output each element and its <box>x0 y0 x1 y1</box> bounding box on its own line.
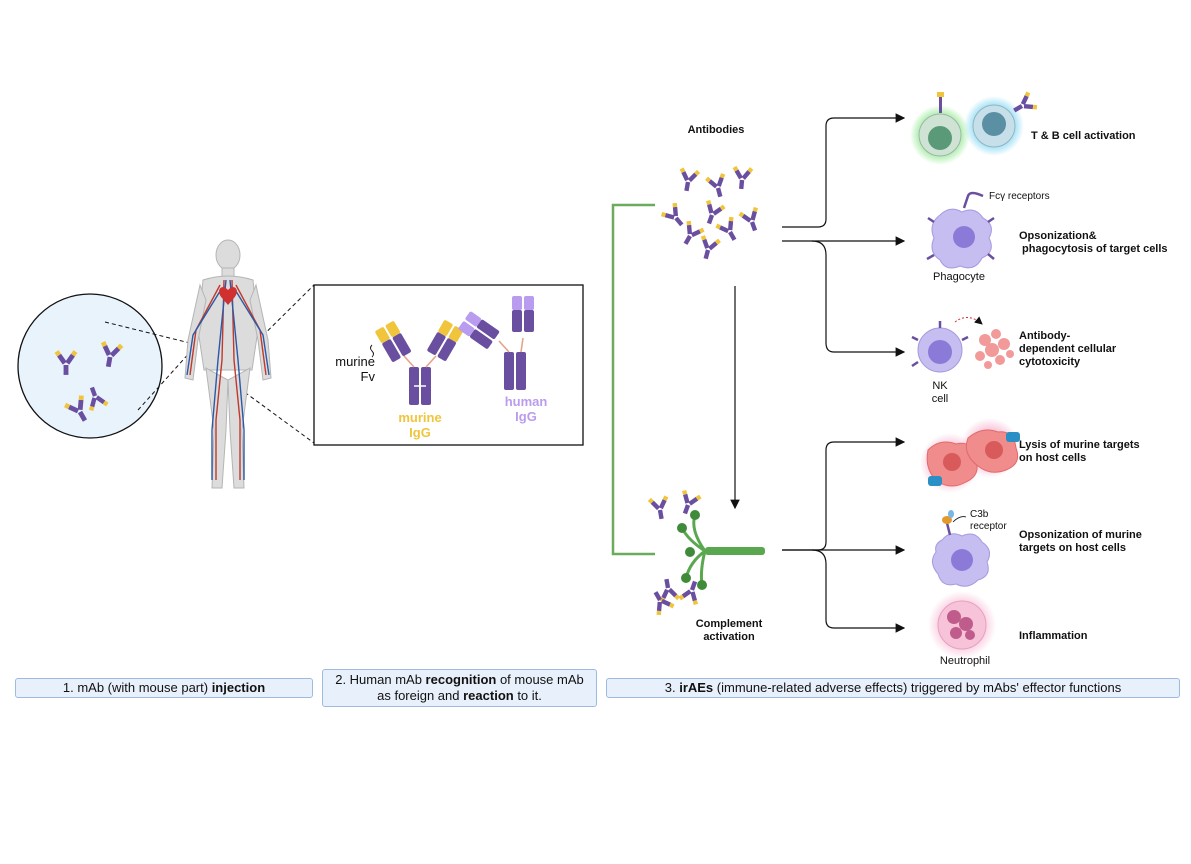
neutrophil-icon <box>928 591 996 659</box>
opsonization-line2: phagocytosis of target cells <box>1019 243 1168 255</box>
c3b-receptor-label: C3b receptor <box>970 509 1020 533</box>
step-2-line2: as foreign and reaction to it. <box>323 688 596 704</box>
fc-receptors-label: Fcγ receptors <box>989 191 1050 202</box>
upper-branch-arrows <box>782 113 906 357</box>
adcc-line2: dependent cellular <box>1019 343 1117 355</box>
opsonization-murine-label: Opsonization of murine targets on host c… <box>1019 529 1169 555</box>
step-2-line2-prefix: as foreign and <box>377 688 464 703</box>
target-cell-debris-icon <box>975 329 1014 369</box>
murine-igg-icon <box>375 320 463 405</box>
adcc-label: Antibody- dependent cellular cytotoxicit… <box>1019 330 1159 369</box>
step-1-text: 1. mAb (with mouse part) <box>62 680 212 695</box>
step-3-bold: irAEs <box>679 680 714 695</box>
step-2-line1-prefix: 2. Human mAb <box>335 672 426 687</box>
zoom-connector <box>104 321 199 346</box>
antibody-cluster <box>659 165 765 262</box>
circulatory-system <box>186 279 270 480</box>
murine-igg-label-line2: IgG <box>409 425 431 440</box>
step-3-text: 3. <box>664 680 680 695</box>
step-2-line2-suffix: to it. <box>513 688 542 703</box>
nk-line1: NK <box>932 380 948 392</box>
opsonization-phagocytosis-label: Opsonization& phagocytosis of target cel… <box>1019 230 1184 256</box>
human-igg-icon <box>458 296 534 390</box>
opson-murine-line2: targets on host cells <box>1019 542 1126 554</box>
step-2-line1-suffix: of mouse mAb <box>496 672 584 687</box>
phagocyte-label: Phagocyte <box>933 271 985 283</box>
lysis-label: Lysis of murine targets on host cells <box>1019 439 1169 465</box>
murine-igg-label-line1: murine <box>398 410 442 425</box>
human-body-figure <box>184 239 272 489</box>
heart-icon <box>219 287 237 305</box>
human-igg-label: human IgG <box>500 394 552 424</box>
murine-fv-label: murine Fv <box>331 354 375 384</box>
lysed-host-cells-icon <box>920 418 1020 493</box>
adcc-line1: Antibody- <box>1019 330 1071 342</box>
antibody-comparison-box <box>313 284 584 446</box>
nk-cell-icon <box>911 316 983 373</box>
opson-murine-line1: Opsonization of murine <box>1019 529 1142 541</box>
fv-brace <box>370 344 374 358</box>
b-cell-icon <box>964 90 1039 156</box>
complement-activation-line2: activation <box>703 631 755 643</box>
murine-fv-label-line2: Fv <box>360 369 375 384</box>
nk-line2: cell <box>931 393 949 405</box>
complement-activation-label: Complement activation <box>680 618 778 644</box>
murine-igg-label: murine IgG <box>394 410 446 440</box>
lysis-line2: on host cells <box>1019 452 1087 464</box>
c3b-receptor-cell-icon <box>932 510 991 587</box>
step-3-suffix: (immune-related adverse effects) trigger… <box>713 680 1122 695</box>
green-bracket <box>611 203 655 556</box>
step-1-bold: injection <box>211 680 266 695</box>
t-cell-icon <box>910 92 970 165</box>
opsonization-line1: Opsonization& <box>1019 230 1097 242</box>
murine-fv-label-line1: murine <box>335 354 375 369</box>
step-2-line1-bold: recognition <box>425 672 497 687</box>
c3b-line2: receptor <box>970 521 1007 532</box>
zoom-connector <box>227 284 315 371</box>
human-igg-label-line1: human <box>504 394 548 409</box>
lysis-line1: Lysis of murine targets <box>1019 439 1140 451</box>
antibodies-label: Antibodies <box>687 124 745 136</box>
step-2-box: 2. Human mAb recognition of mouse mAb as… <box>322 669 597 707</box>
c3b-line1: C3b <box>970 509 989 520</box>
tb-activation-label: T & B cell activation <box>1031 130 1136 142</box>
step-1-box: 1. mAb (with mouse part) injection <box>15 678 313 698</box>
step-2-line1: 2. Human mAb recognition of mouse mAb <box>323 672 596 688</box>
complement-complex-icon <box>646 488 765 617</box>
adcc-line3: cytotoxicity <box>1019 356 1081 368</box>
injection-circle <box>17 293 163 439</box>
step-2-line2-bold: reaction <box>463 688 514 703</box>
lower-branch-arrows <box>782 437 906 633</box>
phagocyte-icon <box>926 191 995 269</box>
human-igg-label-line2: IgG <box>515 409 537 424</box>
nk-cell-label: NK cell <box>920 380 960 406</box>
complement-activation-line1: Complement <box>695 618 763 630</box>
inflammation-label: Inflammation <box>1019 630 1088 642</box>
step-3-box: 3. irAEs (immune-related adverse effects… <box>606 678 1180 698</box>
neutrophil-label: Neutrophil <box>939 655 991 667</box>
